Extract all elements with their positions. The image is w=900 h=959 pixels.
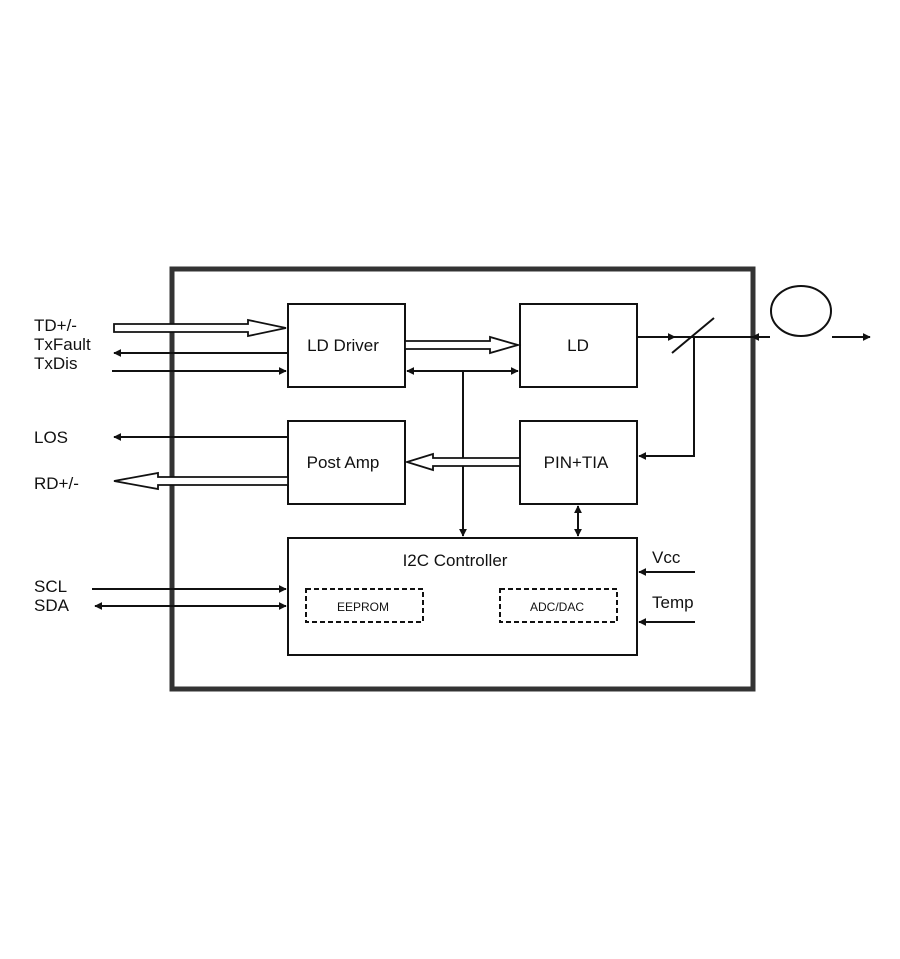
txfault-label: TxFault [34, 335, 91, 354]
i2c-controller-label: I2C Controller [403, 551, 508, 570]
pin-tia-block: PIN+TIA [519, 420, 638, 505]
txdis-label: TxDis [34, 354, 77, 373]
eeprom-label: EEPROM [337, 600, 389, 614]
los-label: LOS [34, 428, 68, 447]
pin-to-postamp-arrow [403, 452, 521, 472]
sda-label: SDA [34, 596, 70, 615]
i2c-controller-block: I2C Controller [287, 537, 638, 656]
pin-tia-label: PIN+TIA [544, 453, 609, 472]
splitter-to-pin-arrow [638, 337, 695, 460]
eeprom-block: EEPROM [305, 588, 424, 623]
post-amp-block: Post Amp [287, 420, 406, 505]
driver-to-ld-arrow [404, 335, 522, 355]
post-amp-label: Post Amp [307, 453, 380, 472]
fiber-loop-icon [770, 285, 832, 337]
ld-block: LD [519, 303, 638, 388]
ld-label: LD [567, 336, 589, 355]
scl-label: SCL [34, 577, 67, 596]
vcc-label: Vcc [652, 548, 681, 567]
temp-label: Temp [652, 593, 694, 612]
ld-driver-block: LD Driver [287, 303, 406, 388]
adc-dac-label: ADC/DAC [530, 600, 584, 614]
splitter-icon [671, 317, 715, 354]
td-bus-arrow [113, 318, 287, 338]
rd-label: RD+/- [34, 474, 79, 493]
ld-driver-label: LD Driver [307, 336, 379, 355]
adc-dac-block: ADC/DAC [499, 588, 618, 623]
rd-bus-arrow [113, 471, 289, 491]
td-label: TD+/- [34, 316, 77, 335]
